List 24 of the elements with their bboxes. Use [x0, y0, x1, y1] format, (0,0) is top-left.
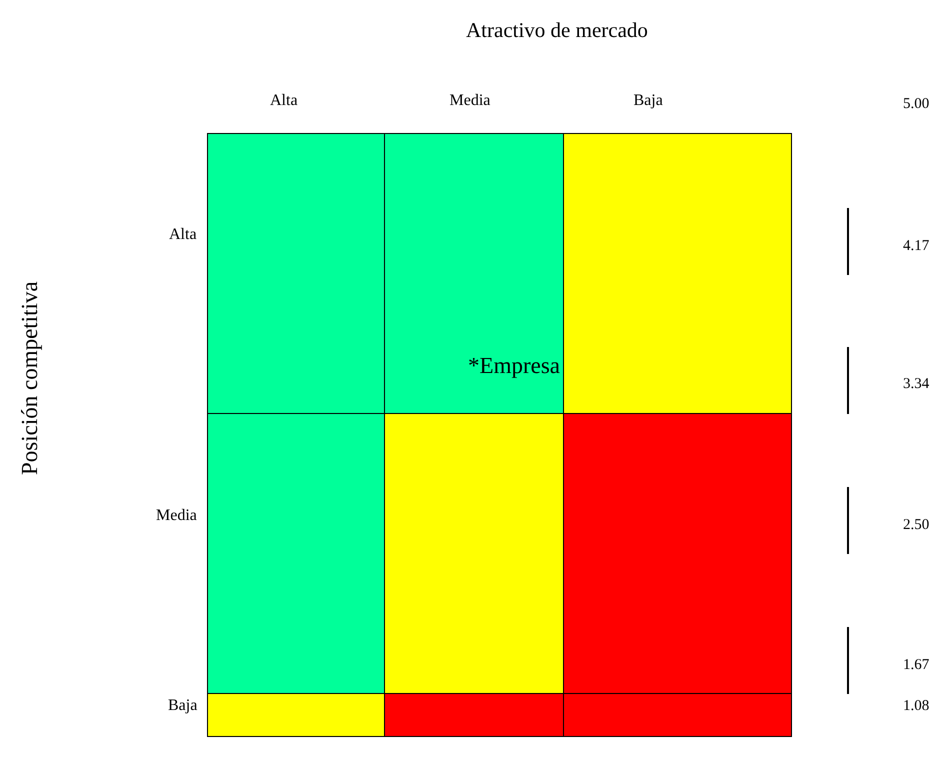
scale-value: 1.08: [903, 698, 930, 715]
column-label: Media: [450, 92, 490, 110]
matrix-cell: [384, 693, 564, 737]
column-label: Baja: [634, 92, 663, 110]
scale-value: 5.00: [903, 96, 930, 113]
scale-value: 1.67: [903, 657, 930, 674]
company-marker-label: *Empresa: [468, 353, 560, 379]
matrix-cell: [563, 693, 792, 737]
matrix-cell: [563, 133, 792, 414]
scale-value: 3.34: [903, 376, 930, 393]
matrix-cell: [563, 413, 792, 694]
row-label: Media: [156, 507, 197, 525]
row-label: Alta: [169, 226, 197, 244]
matrix-cell: [384, 413, 564, 694]
scale-value: 2.50: [903, 517, 930, 534]
matrix-cell: [207, 133, 385, 414]
column-label: Alta: [270, 92, 298, 110]
axis-title: Posición competitiva: [17, 281, 43, 475]
axis-title: Atractivo de mercado: [466, 18, 648, 43]
matrix-cell: [207, 693, 385, 737]
row-label: Baja: [168, 697, 198, 715]
matrix-cell: [384, 133, 564, 414]
scale-value: 4.17: [903, 238, 930, 255]
matrix-cell: [207, 413, 385, 694]
